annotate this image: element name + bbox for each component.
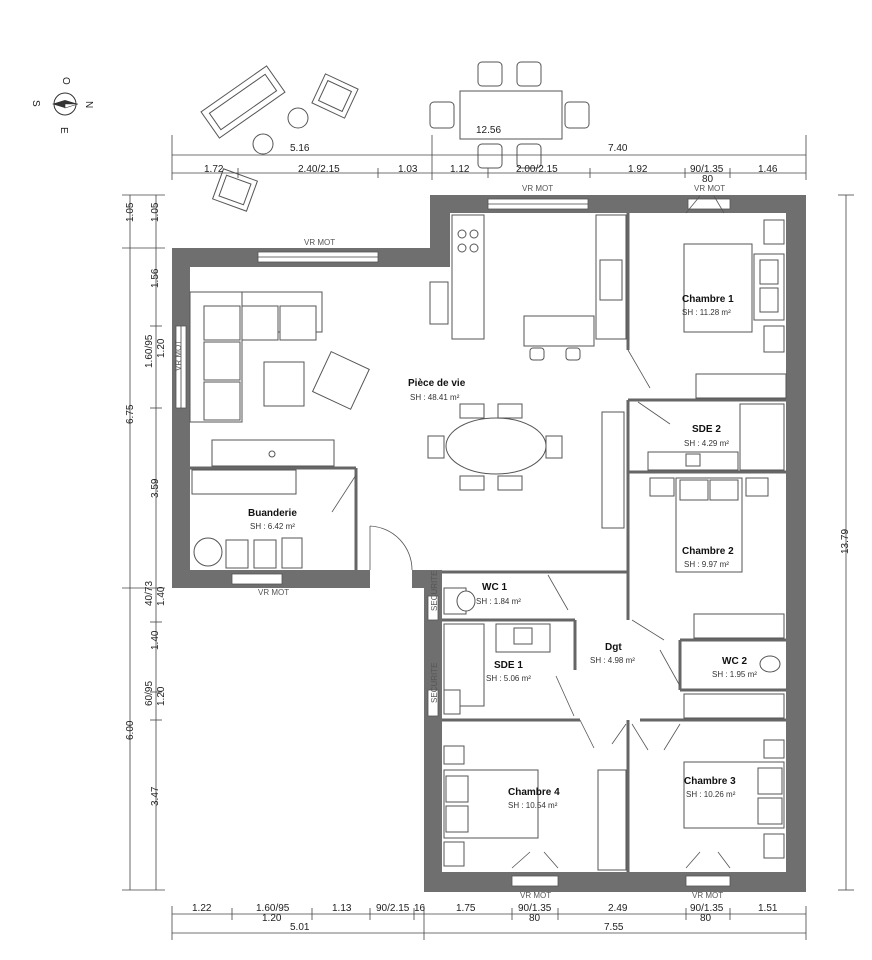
window-label-living-side: VR MOT	[174, 340, 183, 371]
left-inner-dim-10: 1.20	[156, 686, 167, 706]
room-area-sde-1: SH : 5.06 m²	[486, 674, 531, 683]
window-label-buanderie: VR MOT	[258, 588, 289, 597]
top-dim-8: 80	[702, 174, 714, 185]
window-label-living-top: VR MOT	[304, 238, 335, 247]
left-inner-dim-7: 1.40	[156, 586, 167, 606]
left-inner-dim-2: 1.56	[150, 268, 161, 288]
room-area-chambre-4: SH : 10.54 m²	[508, 801, 558, 810]
room-area-dgt: SH : 4.98 m²	[590, 656, 635, 665]
right-dimension-line	[838, 194, 854, 891]
top-dim-6: 1.92	[628, 164, 648, 175]
bottom-dim-9: 80	[529, 913, 541, 924]
room-name-wc-1: WC 1	[482, 582, 507, 593]
window-label-securite-2: SECURITE	[430, 663, 439, 703]
top-dim-3: 1.03	[398, 164, 418, 175]
doors	[331, 195, 731, 869]
left-inner-dim-8: 1.40	[150, 630, 161, 650]
bottom-total-dim-2: 7.55	[604, 922, 624, 933]
bottom-dim-6: 16	[414, 903, 426, 914]
left-inner-dim-1: 1.05	[150, 202, 161, 222]
bottom-total-dim-1: 5.01	[290, 922, 310, 933]
bottom-dim-8: 90/1.35	[518, 903, 552, 914]
top-dim-7: 90/1.35	[690, 164, 724, 175]
bottom-dim-1: 1.22	[192, 903, 212, 914]
room-name-sde-2: SDE 2	[692, 424, 721, 435]
room-name-wc-2: WC 2	[722, 656, 747, 667]
window-label-chambre4: VR MOT	[520, 891, 551, 900]
room-name-chambre-3: Chambre 3	[684, 776, 736, 787]
bottom-dim-2: 1.60/95	[256, 903, 290, 914]
left-dimension-lines	[122, 194, 165, 891]
room-name-dgt: Dgt	[605, 642, 622, 653]
room-area-sde-2: SH : 4.29 m²	[684, 439, 729, 448]
top-dim-9: 1.46	[758, 164, 778, 175]
right-total-dim: 13.79	[840, 529, 851, 554]
left-outer-dim-2: 6.75	[125, 404, 136, 424]
kitchen-furniture	[429, 214, 627, 361]
room-area-buanderie: SH : 6.42 m²	[250, 522, 295, 531]
top-dimension-lines	[171, 135, 807, 180]
room-name-chambre-2: Chambre 2	[682, 546, 734, 557]
top-total-dim-2: 7.40	[608, 143, 628, 154]
window-label-chambre3: VR MOT	[692, 891, 723, 900]
top-dim-5: 2.00/2.15	[516, 164, 558, 175]
compass-letter-e: E	[58, 127, 69, 134]
bottom-dim-10: 2.49	[608, 903, 628, 914]
terrace-area-label: 12.56	[476, 125, 501, 136]
bottom-dim-7: 1.75	[456, 903, 476, 914]
bottom-dim-11: 90/1.35	[690, 903, 724, 914]
left-inner-dim-4: 1.20	[156, 338, 167, 358]
room-area-wc-2: SH : 1.95 m²	[712, 670, 757, 679]
bottom-dimension-lines	[171, 906, 807, 940]
room-area-wc-1: SH : 1.84 m²	[476, 597, 521, 606]
windows	[175, 198, 731, 887]
room-labels: Pièce de vie SH : 48.41 m² Chambre 1 SH …	[248, 294, 757, 810]
left-outer-dim-3: 6.00	[125, 720, 136, 740]
top-dim-2: 2.40/2.15	[298, 164, 340, 175]
top-total-dim-1: 5.16	[290, 143, 310, 154]
left-inner-dim-3: 1.60/95	[144, 334, 155, 368]
bedroom-furniture	[443, 219, 787, 871]
window-label-chambre1: VR MOT	[694, 184, 725, 193]
room-area-piece-de-vie: SH : 48.41 m²	[410, 393, 460, 402]
bottom-dim-3: 1.20	[262, 913, 282, 924]
left-inner-dim-5: 3.59	[150, 478, 161, 498]
compass-letter-n: N	[83, 101, 94, 108]
room-area-chambre-3: SH : 10.26 m²	[686, 790, 736, 799]
top-dim-4: 1.12	[450, 164, 470, 175]
top-dim-1: 1.72	[204, 164, 224, 175]
left-inner-dim-9: 60/95	[144, 681, 155, 706]
window-label-securite-1: SECURITE	[430, 571, 439, 611]
room-name-chambre-1: Chambre 1	[682, 294, 734, 305]
compass-letter-o: O	[60, 77, 71, 85]
room-name-piece-de-vie: Pièce de vie	[408, 378, 466, 389]
buanderie-furniture	[191, 469, 303, 569]
compass-letter-s: S	[30, 100, 41, 107]
living-furniture	[189, 291, 625, 529]
left-inner-dim-6: 40/73	[144, 581, 155, 606]
left-inner-dim-11: 3.47	[150, 786, 161, 806]
room-area-chambre-2: SH : 9.97 m²	[684, 560, 729, 569]
room-name-buanderie: Buanderie	[248, 508, 297, 519]
interior-partitions	[190, 213, 786, 872]
bottom-dim-13: 1.51	[758, 903, 778, 914]
window-label-kitchen: VR MOT	[522, 184, 553, 193]
terrace-furniture	[200, 61, 590, 212]
room-name-sde-1: SDE 1	[494, 660, 523, 671]
compass-rose: O N E S	[30, 77, 94, 134]
room-name-chambre-4: Chambre 4	[508, 787, 560, 798]
left-outer-dim-1: 1.05	[125, 202, 136, 222]
bottom-dim-4: 1.13	[332, 903, 352, 914]
bottom-dim-5: 90/2.15	[376, 903, 410, 914]
bottom-dim-12: 80	[700, 913, 712, 924]
room-area-chambre-1: SH : 11.28 m²	[682, 308, 731, 317]
